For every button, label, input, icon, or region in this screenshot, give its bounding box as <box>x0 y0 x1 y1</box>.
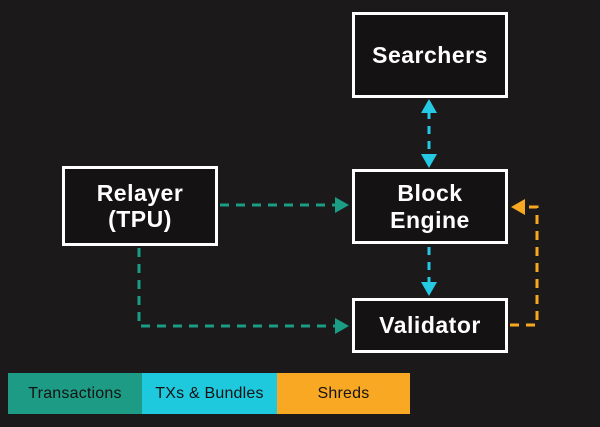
node-block-engine-label-line2: Engine <box>390 206 470 233</box>
arrowhead-left-icon <box>511 199 525 215</box>
node-searchers-label: Searchers <box>372 41 488 68</box>
node-validator-label: Validator <box>379 312 481 339</box>
node-validator: Validator <box>352 298 508 353</box>
node-block-engine: Block Engine <box>352 169 508 244</box>
edge-relayer-blockengine <box>220 197 349 213</box>
legend-item-shreds: Shreds <box>277 373 410 414</box>
node-block-engine-label-line1: Block <box>397 180 463 207</box>
edge-relayer-validator <box>137 248 349 334</box>
legend-item-transactions-label: Transactions <box>28 384 122 402</box>
legend-item-transactions: Transactions <box>8 373 142 414</box>
edge-blockengine-validator <box>421 247 437 296</box>
arrowhead-down-icon <box>421 282 437 296</box>
arrowhead-right-icon <box>335 318 349 334</box>
edge-validator-blockengine <box>510 199 539 327</box>
node-relayer: Relayer (TPU) <box>62 166 218 246</box>
legend-item-txs-bundles-label: TXs & Bundles <box>155 384 264 402</box>
arrowhead-down-icon <box>421 154 437 168</box>
legend-item-shreds-label: Shreds <box>317 384 370 402</box>
legend-item-txs-bundles: TXs & Bundles <box>142 373 277 414</box>
arrowhead-up-icon <box>421 99 437 113</box>
arrowhead-right-icon <box>335 197 349 213</box>
legend: Transactions TXs & Bundles Shreds <box>8 373 410 414</box>
node-searchers: Searchers <box>352 12 508 98</box>
edge-searchers-blockengine <box>421 99 437 168</box>
node-relayer-label-line2: (TPU) <box>108 206 172 232</box>
node-relayer-label-line1: Relayer <box>96 179 184 206</box>
